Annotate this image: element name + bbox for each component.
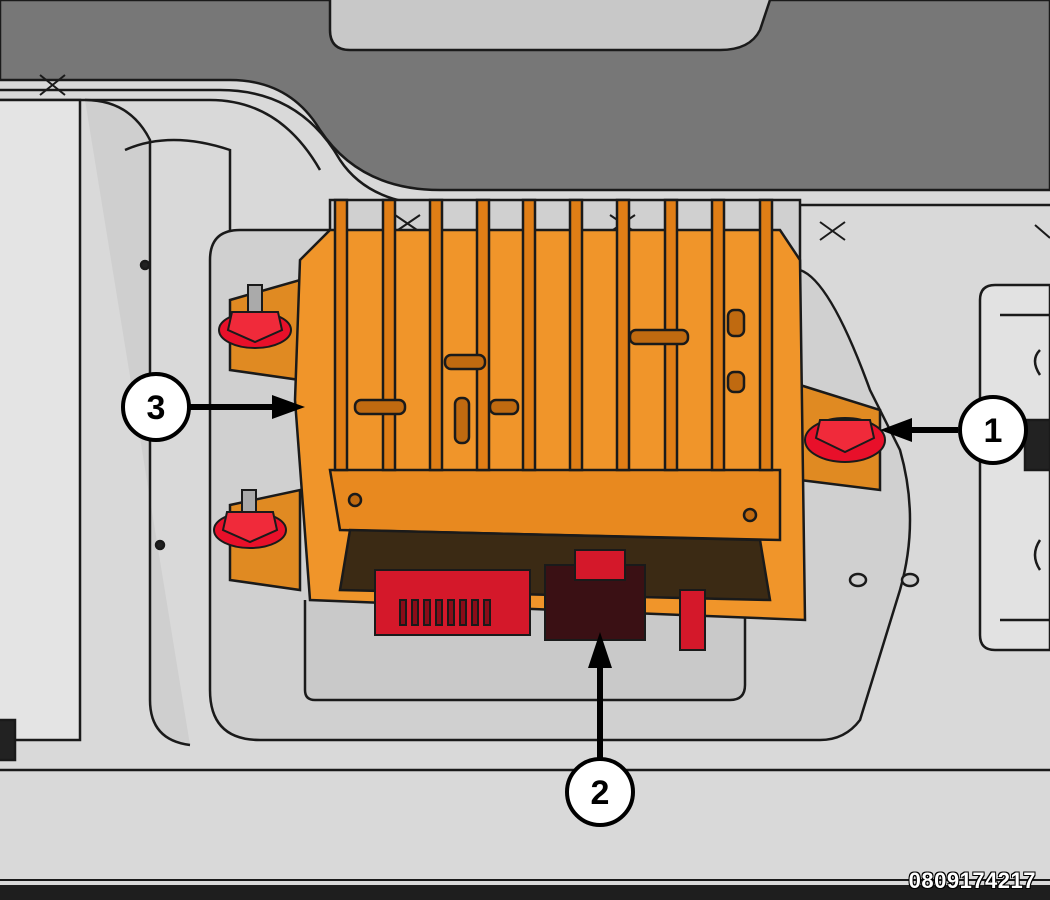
- callout-1-arrowhead: [880, 418, 912, 442]
- callout-1-label: 1: [984, 412, 1003, 450]
- callout-1: 1: [880, 395, 1028, 465]
- module-housing: [228, 198, 882, 622]
- callout-3: 3: [121, 372, 305, 442]
- callout-3-label: 3: [147, 389, 166, 427]
- fastener-lower-left: [213, 489, 287, 549]
- figure-id-label: 0809174217: [908, 868, 1036, 893]
- mounting-fasteners: [213, 284, 886, 549]
- callout-3-arrowhead: [272, 395, 305, 419]
- fastener-upper-left: [218, 284, 292, 349]
- electrical-connectors: [374, 549, 706, 651]
- fastener-right: [804, 417, 886, 463]
- callout-2-label: 2: [591, 774, 610, 812]
- callout-2-arrowhead: [588, 632, 612, 668]
- callout-2: 2: [565, 632, 635, 827]
